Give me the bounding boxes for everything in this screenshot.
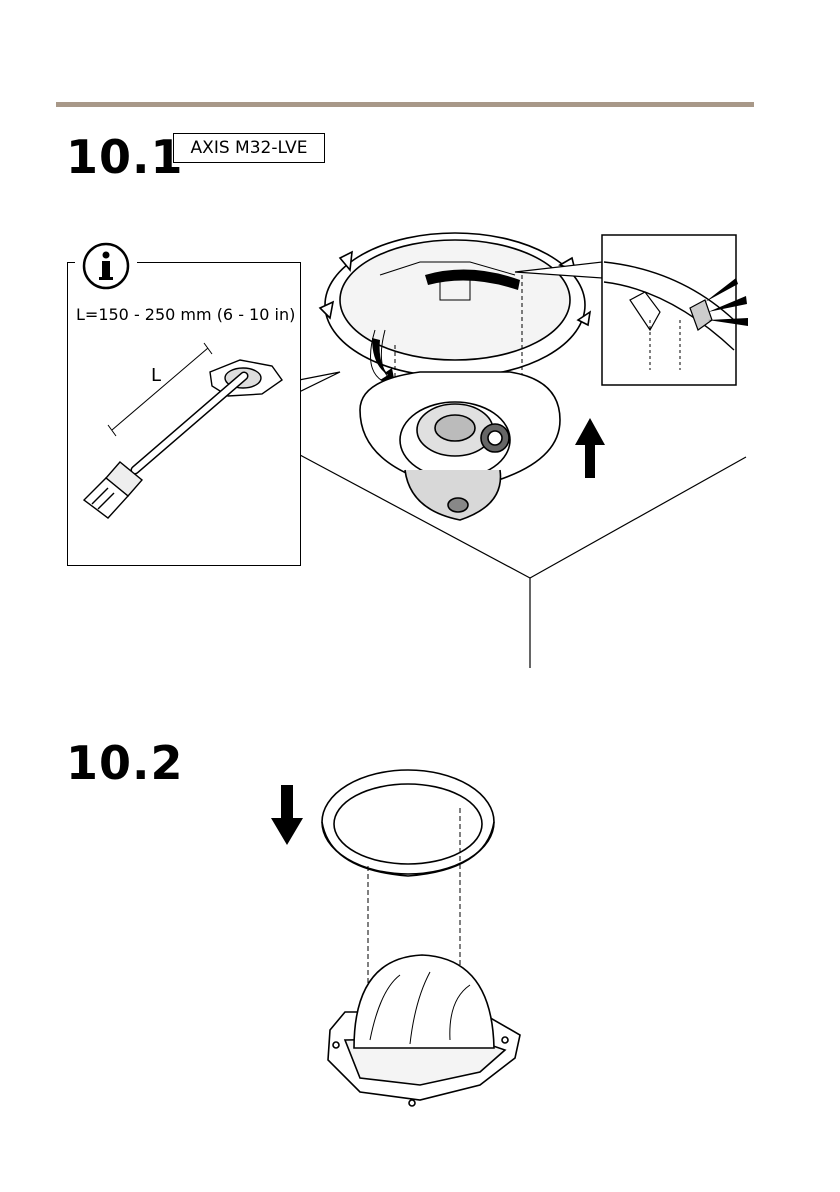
down-arrow <box>271 785 303 845</box>
trim-ring <box>322 770 494 876</box>
dome-cover <box>354 955 494 1048</box>
